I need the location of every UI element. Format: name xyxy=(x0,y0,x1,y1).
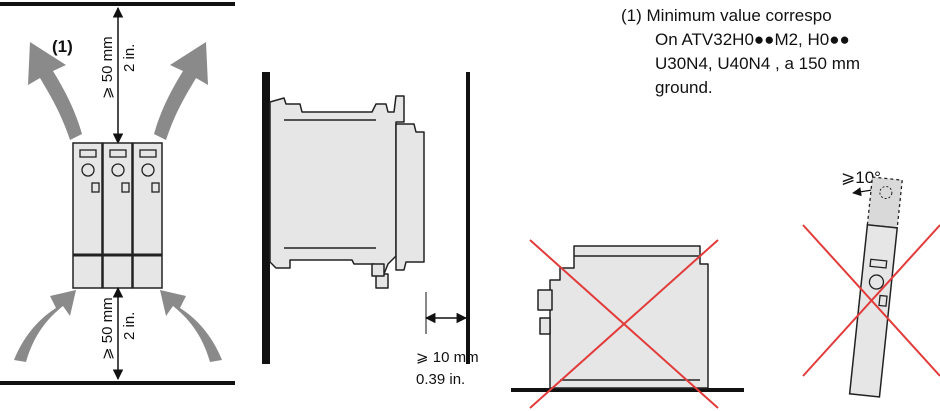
drive-left xyxy=(72,142,103,289)
bottom-clearance-mm: ⩾ 50 mm xyxy=(99,297,116,360)
tilt-angle-label: ⩾10° xyxy=(841,168,881,187)
bottom-clearance-in: 2 in. xyxy=(121,312,138,340)
top-boundary-line xyxy=(0,2,235,6)
side-gap-mm: ⩾ 10 mm xyxy=(416,349,479,366)
forbidden-cross-tilted xyxy=(802,224,940,377)
flat-mounting-panel xyxy=(511,239,744,409)
top-clearance-mm: ⩾ 50 mm xyxy=(99,36,116,99)
drive-side-view xyxy=(269,95,425,289)
note-reference: (1) xyxy=(52,37,73,56)
side-view-panel: ⩾ 10 mm 0.39 in. xyxy=(262,72,479,388)
footnote-text: (1) Minimum value correspo On ATV32H0●●M… xyxy=(621,4,940,100)
drive-tilted xyxy=(848,176,903,398)
tilted-mounting-panel: ⩾10° xyxy=(802,168,940,398)
floor-line xyxy=(511,388,744,392)
forbidden-cross-flat xyxy=(529,239,719,409)
footnote-line-3: U30N4, U40N4 , a 150 mm xyxy=(655,54,861,73)
bottom-boundary-line xyxy=(0,381,235,385)
airflow-arrow-out-right xyxy=(154,42,208,140)
side-gap-in: 0.39 in. xyxy=(416,371,465,388)
airflow-arrow-in-left xyxy=(14,290,76,362)
footnote-line-2: On ATV32H0●●M2, H0●● xyxy=(655,30,850,49)
airflow-arrow-in-right xyxy=(160,290,222,362)
footnote-line-4: ground. xyxy=(655,78,713,97)
footnote-line-1: (1) Minimum value correspo xyxy=(621,6,832,25)
drive-right xyxy=(132,142,163,289)
side-obstacle-wall xyxy=(466,72,470,364)
top-clearance-in: 2 in. xyxy=(121,44,138,72)
airflow-arrows xyxy=(14,42,222,362)
mounting-wall xyxy=(262,72,270,364)
drive-lying-flat xyxy=(537,245,709,389)
clearance-panel: (1) ⩾ 50 mm 2 in. ⩾ 50 mm 2 in. xyxy=(0,2,235,385)
drive-middle xyxy=(102,142,133,289)
airflow-arrow-out-left xyxy=(28,42,82,140)
